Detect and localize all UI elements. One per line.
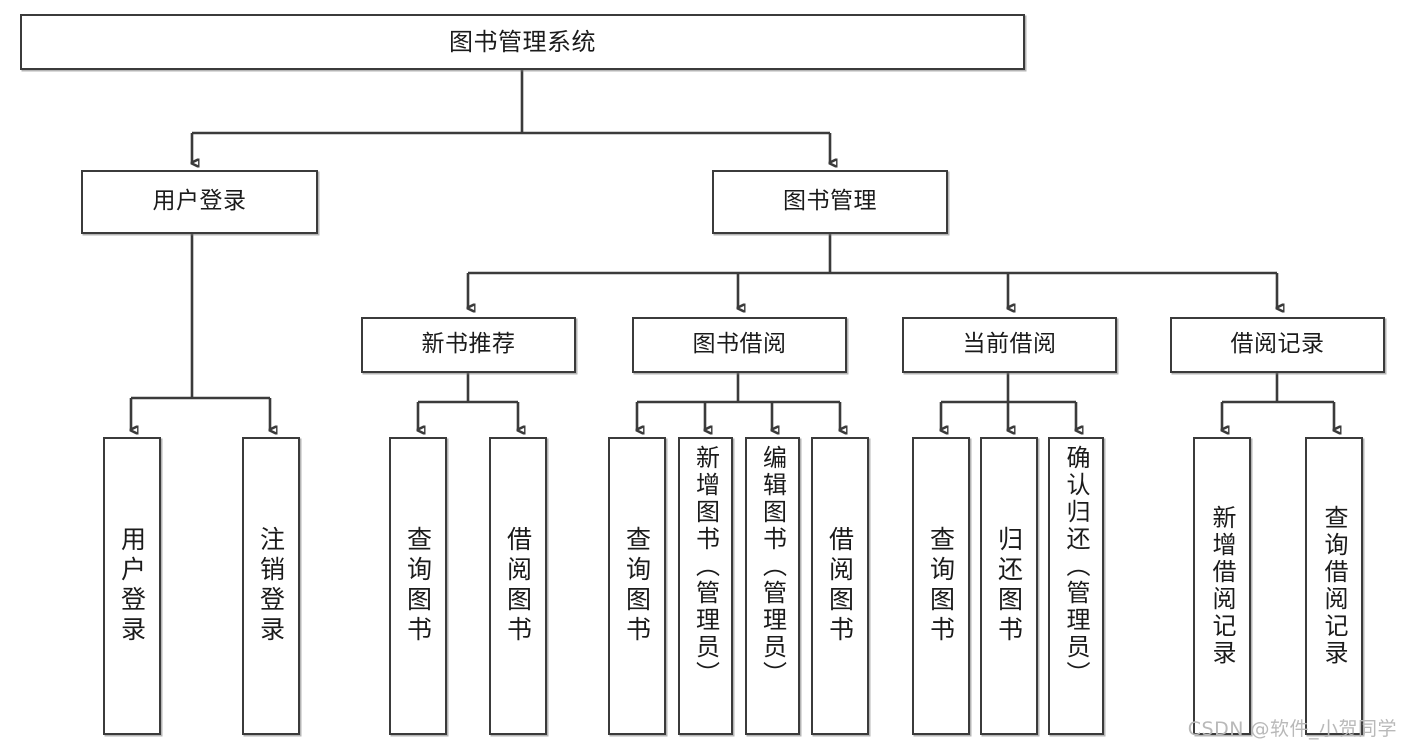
leaf-edit-book-admin[interactable]: 编辑图书（管理员）	[745, 437, 800, 735]
leaf-logout[interactable]: 注销登录	[242, 437, 300, 735]
node-book-borrow[interactable]: 图书借阅	[632, 317, 847, 373]
leaf-query-book-current[interactable]: 查询图书	[912, 437, 970, 735]
node-label: 新书推荐	[421, 331, 516, 358]
node-label: 归还图书	[994, 526, 1024, 646]
leaf-add-book-admin[interactable]: 新增图书（管理员）	[678, 437, 733, 735]
node-label: 借阅图书	[825, 526, 855, 646]
node-book-management[interactable]: 图书管理	[712, 170, 948, 234]
node-label: 用户登录	[152, 188, 247, 215]
node-new-book-recommend[interactable]: 新书推荐	[361, 317, 576, 373]
node-label: 借阅图书	[503, 526, 533, 646]
node-label: 新增图书（管理员）	[691, 445, 720, 688]
leaf-borrow-book[interactable]: 借阅图书	[811, 437, 869, 735]
leaf-confirm-return-admin[interactable]: 确认归还（管理员）	[1048, 437, 1104, 735]
node-user-login[interactable]: 用户登录	[81, 170, 318, 234]
leaf-query-book-recommend[interactable]: 查询图书	[389, 437, 447, 735]
leaf-query-borrow-record[interactable]: 查询借阅记录	[1305, 437, 1363, 735]
csdn-watermark: CSDN @软件_小贺同学	[1187, 718, 1397, 740]
node-root-system[interactable]: 图书管理系统	[20, 14, 1025, 70]
node-label: 图书借阅	[692, 331, 787, 358]
node-label: 用户登录	[117, 526, 147, 646]
node-current-borrow[interactable]: 当前借阅	[902, 317, 1117, 373]
leaf-return-book[interactable]: 归还图书	[980, 437, 1038, 735]
node-label: 新增借阅记录	[1208, 505, 1236, 667]
node-label: 查询借阅记录	[1320, 505, 1348, 667]
node-label: 查询图书	[622, 526, 652, 646]
leaf-borrow-book-recommend[interactable]: 借阅图书	[489, 437, 547, 735]
node-label: 当前借阅	[962, 331, 1057, 358]
node-label: 注销登录	[256, 526, 286, 646]
node-borrow-record[interactable]: 借阅记录	[1170, 317, 1385, 373]
node-label: 借阅记录	[1230, 331, 1325, 358]
node-label: 图书管理系统	[449, 27, 596, 56]
leaf-user-login[interactable]: 用户登录	[103, 437, 161, 735]
node-label: 确认归还（管理员）	[1062, 445, 1090, 688]
node-label: 图书管理	[783, 188, 877, 215]
leaf-query-book-borrow[interactable]: 查询图书	[608, 437, 666, 735]
node-label: 编辑图书（管理员）	[758, 445, 787, 688]
node-label: 查询图书	[926, 526, 956, 646]
leaf-add-borrow-record[interactable]: 新增借阅记录	[1193, 437, 1251, 735]
node-label: 查询图书	[403, 526, 433, 646]
